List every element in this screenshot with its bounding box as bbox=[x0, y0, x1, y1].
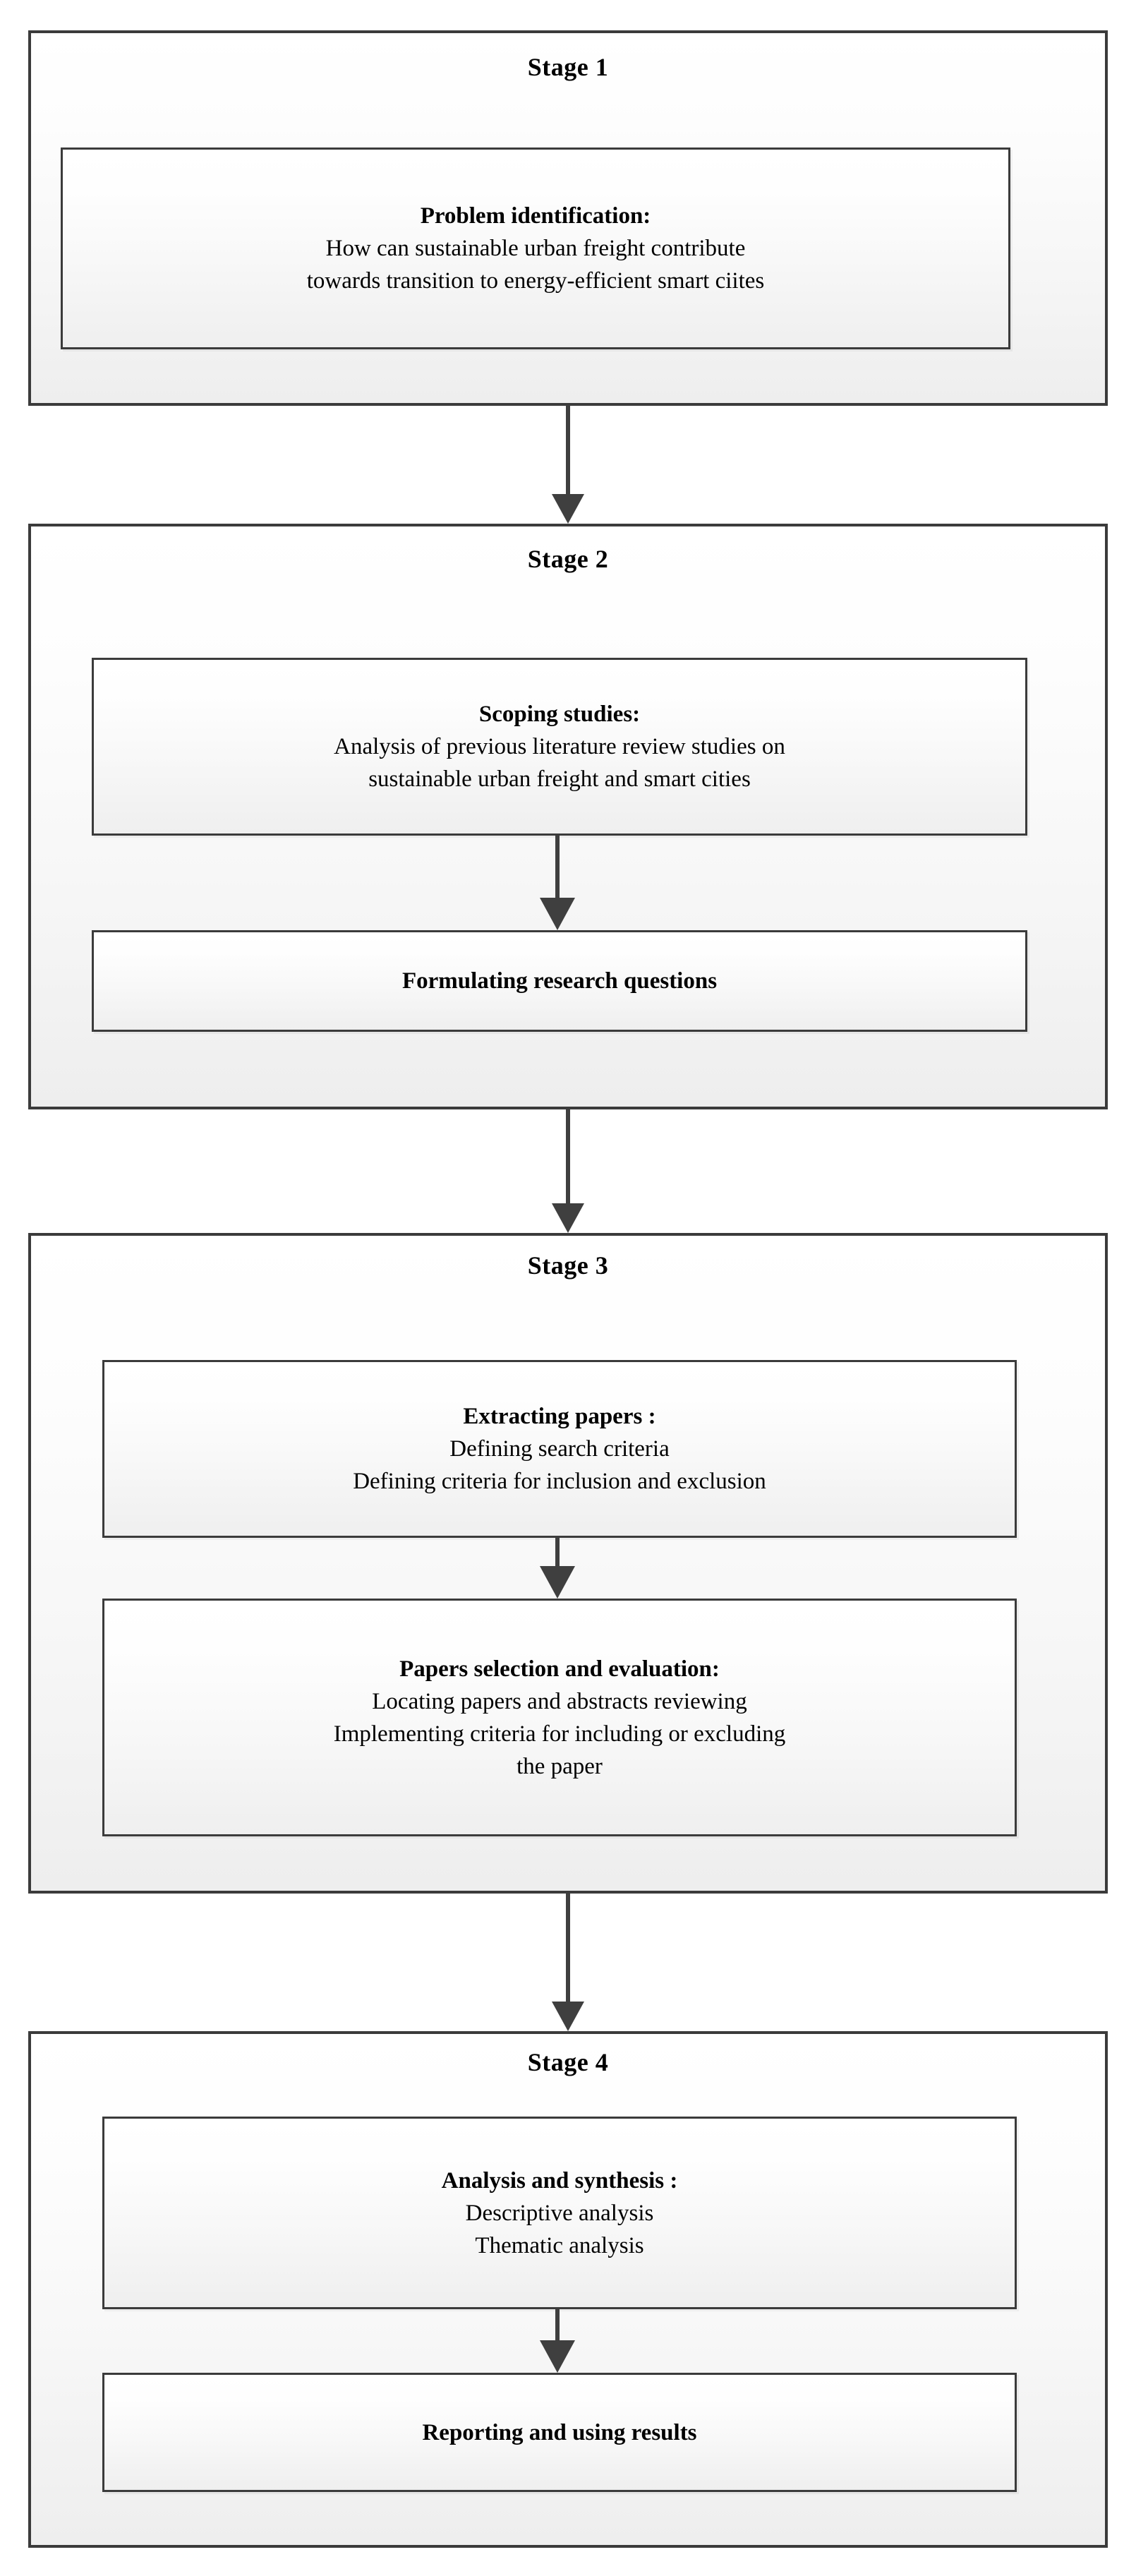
arrow-shaft bbox=[555, 1538, 560, 1570]
arrow-shaft bbox=[555, 836, 560, 901]
arrow-stage3-stage4 bbox=[550, 1894, 586, 2031]
scoping-studies-line-3: sustainable urban freight and smart citi… bbox=[368, 766, 751, 792]
stage-4-title: Stage 4 bbox=[527, 2048, 609, 2076]
papers-selection-line-1: Papers selection and evaluation: bbox=[399, 1656, 720, 1682]
papers-selection-and-evaluation-box: Papers selection and evaluation: Locatin… bbox=[102, 1599, 1017, 1836]
papers-selection-line-3: Implementing criteria for including or e… bbox=[333, 1721, 786, 1747]
arrow-analysis-reporting bbox=[536, 2309, 579, 2373]
arrow-shaft bbox=[555, 2309, 560, 2343]
extracting-papers-line-1: Extracting papers : bbox=[463, 1404, 656, 1429]
stage-3-container: Stage 3 Extracting papers : Defining sea… bbox=[28, 1233, 1108, 1894]
arrow-head bbox=[552, 494, 584, 524]
analysis-and-synthesis-line-1: Analysis and synthesis : bbox=[441, 2167, 678, 2193]
problem-identification-line-3: towards transition to energy-efficient s… bbox=[306, 268, 765, 294]
extracting-papers-line-3: Defining criteria for inclusion and excl… bbox=[353, 1469, 766, 1494]
arrow-head bbox=[540, 1566, 575, 1599]
papers-selection-line-2: Locating papers and abstracts reviewing bbox=[372, 1688, 747, 1714]
extracting-papers-box: Extracting papers : Defining search crit… bbox=[102, 1360, 1017, 1538]
arrow-head bbox=[552, 1203, 584, 1233]
scoping-studies-line-1: Scoping studies: bbox=[478, 702, 641, 727]
arrow-head bbox=[540, 898, 575, 930]
stage-1-container: Stage 1 Problem identification: How can … bbox=[28, 30, 1108, 406]
formulating-research-questions-label: Formulating research questions bbox=[401, 968, 718, 994]
extracting-papers-line-2: Defining search criteria bbox=[449, 1436, 670, 1462]
scoping-studies-line-2: Analysis of previous literature review s… bbox=[334, 734, 785, 759]
arrow-shaft bbox=[566, 1109, 570, 1205]
formulating-research-questions-box: Formulating research questions bbox=[92, 930, 1027, 1032]
arrow-scoping-formulating bbox=[536, 836, 579, 930]
problem-identification-line-1: Problem identification: bbox=[420, 203, 651, 229]
scoping-studies-box: Scoping studies: Analysis of previous li… bbox=[92, 658, 1027, 836]
arrow-stage2-stage3 bbox=[550, 1109, 586, 1233]
problem-identification-box: Problem identification: How can sustaina… bbox=[61, 148, 1010, 349]
arrow-extracting-selection bbox=[536, 1538, 579, 1599]
arrow-stage1-stage2 bbox=[550, 405, 586, 524]
analysis-and-synthesis-line-2: Descriptive analysis bbox=[465, 2200, 654, 2226]
arrow-shaft bbox=[566, 1894, 570, 2004]
analysis-and-synthesis-line-3: Thematic analysis bbox=[475, 2232, 644, 2258]
stage-2-title: Stage 2 bbox=[527, 545, 609, 573]
problem-identification-line-2: How can sustainable urban freight contri… bbox=[325, 236, 746, 261]
arrow-shaft bbox=[566, 405, 570, 497]
stage-2-container: Stage 2 Scoping studies: Analysis of pre… bbox=[28, 524, 1108, 1109]
reporting-and-using-results-box: Reporting and using results bbox=[102, 2373, 1017, 2492]
stage-3-title: Stage 3 bbox=[527, 1251, 609, 1280]
arrow-head bbox=[540, 2340, 575, 2373]
analysis-and-synthesis-box: Analysis and synthesis : Descriptive ana… bbox=[102, 2117, 1017, 2309]
papers-selection-line-4: the paper bbox=[516, 1753, 603, 1779]
arrow-head bbox=[552, 2002, 584, 2031]
stage-4-container: Stage 4 Analysis and synthesis : Descrip… bbox=[28, 2031, 1108, 2548]
stage-1-title: Stage 1 bbox=[527, 53, 609, 81]
reporting-and-using-results-label: Reporting and using results bbox=[422, 2419, 697, 2445]
